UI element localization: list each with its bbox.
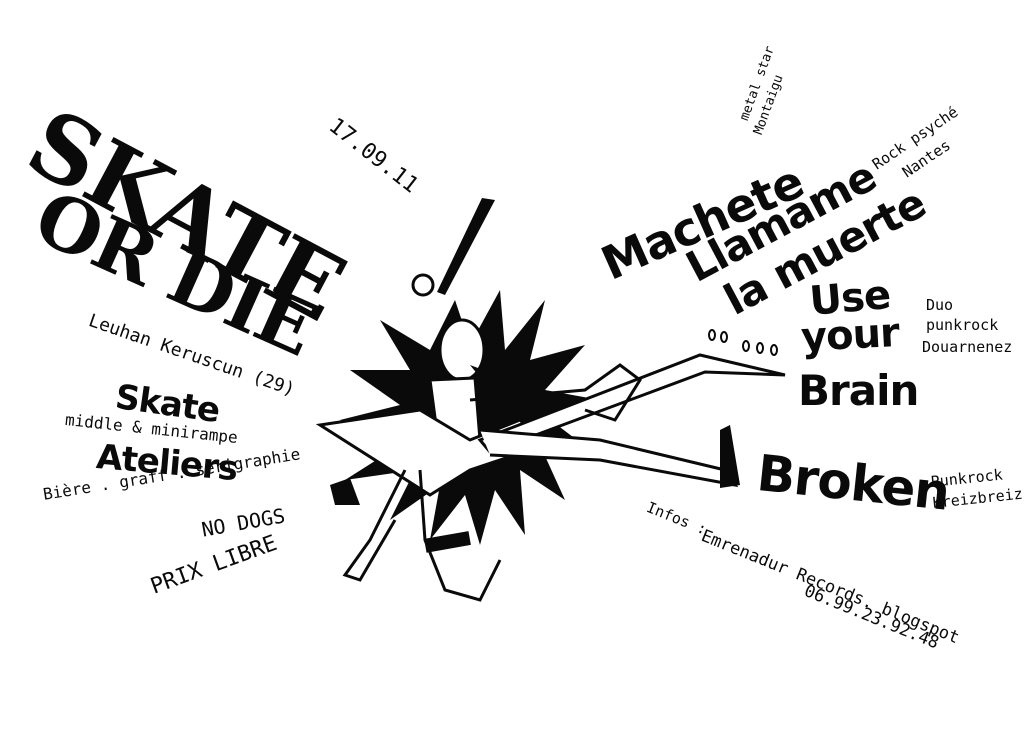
leg-lower: [418, 469, 502, 602]
arm-raised: [469, 363, 643, 422]
leg-left: [342, 469, 407, 582]
band-use-your-brain-note-2: punkrock: [926, 316, 999, 334]
boot-right: [720, 425, 740, 488]
band-use-your-brain-line-2: your: [799, 309, 900, 361]
guitar-marks: [708, 329, 778, 356]
band-use-your-brain-line-3: Brain: [798, 366, 919, 415]
spiked-bracelet: [424, 531, 471, 553]
skull-beak: [470, 365, 492, 392]
band-use-your-brain-note-3: Douarnenez: [922, 338, 1013, 356]
exclamation-mark: [437, 198, 495, 295]
band-use-your-brain-note-1: Duo: [926, 296, 954, 314]
boot-left: [330, 478, 360, 505]
exclamation-dot: [411, 273, 435, 297]
